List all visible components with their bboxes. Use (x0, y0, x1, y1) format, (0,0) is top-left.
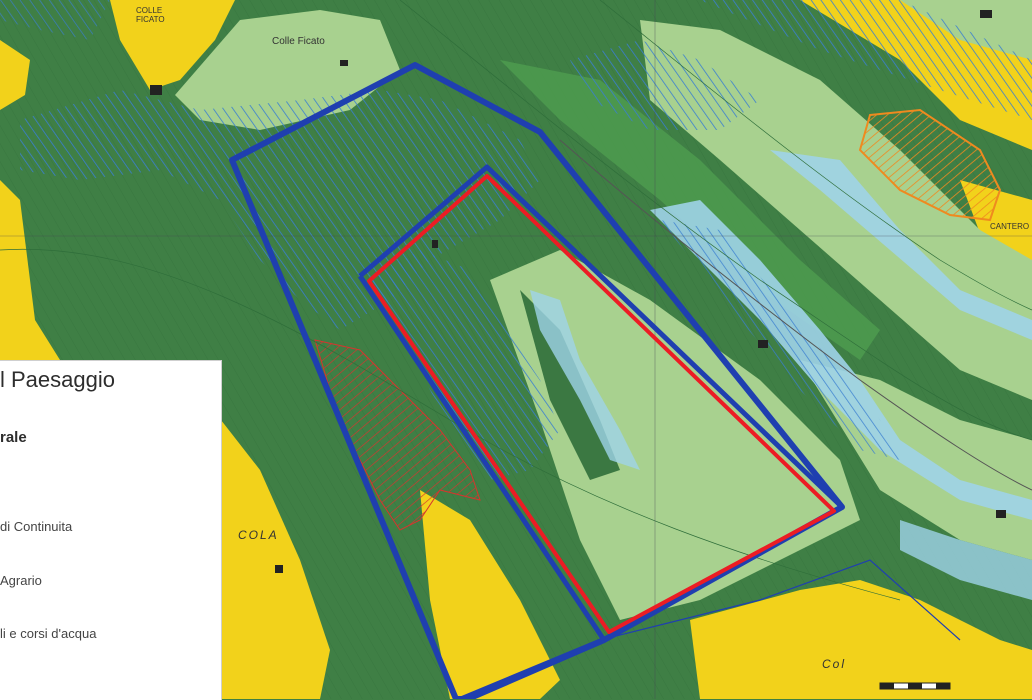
building-2 (432, 240, 438, 248)
orange-hatch-area (858, 108, 1002, 222)
building-1 (340, 60, 348, 66)
blue-hatch-area-top-edge (0, 0, 110, 40)
place-label-colle-ficato-top: COLLE FICATO (136, 6, 165, 24)
blue-hatch-area-top-right (700, 0, 1032, 120)
scale-bar (879, 682, 951, 690)
inner-blue-boundary (358, 164, 844, 509)
legend-title: l Paesaggio (0, 367, 115, 392)
place-label-colle-ficato: Colle Ficato (272, 36, 325, 47)
road-line (559, 139, 1032, 491)
inner-blue-boundary-left (357, 274, 607, 642)
building-3 (758, 340, 768, 348)
yellow-area-bottom-left (221, 420, 330, 699)
yellow-area-top-left (110, 0, 235, 90)
yellow-area-left-edge (0, 40, 30, 110)
river-area-3 (530, 290, 640, 470)
study-area-blue-boundary[interactable] (229, 62, 845, 699)
building-7 (980, 10, 992, 18)
river-area-2 (770, 150, 1032, 340)
contour-line-3 (599, 0, 1032, 311)
river-area-4 (900, 520, 1032, 600)
study-area-blue-boundary-bottom (460, 637, 606, 699)
legend-item-agrario: Agrario (0, 573, 42, 588)
project-area-red-boundary[interactable] (367, 174, 836, 634)
building-6 (996, 510, 1006, 518)
thin-boundary-line (599, 559, 961, 641)
blue-hatch-area-right (660, 220, 900, 460)
light-green-area-center (490, 250, 860, 620)
yellow-area-bottom-right (690, 580, 1032, 699)
yellow-area-bottom-center (420, 490, 560, 699)
legend-subtitle: rale (0, 429, 27, 446)
building-5 (150, 85, 162, 95)
blue-hatch-area-center (370, 250, 560, 480)
place-label-cantero: CANTERO (990, 222, 1030, 231)
yellow-area-left-mid (0, 180, 60, 360)
legend-panel: l Paesaggio rale di Continuita Agrario l… (0, 360, 222, 700)
legend-item-continuita: di Continuita (0, 519, 73, 534)
building-4 (275, 565, 283, 573)
place-label-colle-bottom: Col (822, 657, 847, 671)
legend-item-corsi-acqua: li e corsi d'acqua (0, 626, 97, 641)
blue-hatch-area-top (570, 40, 760, 130)
place-label-cola: COLA (238, 528, 279, 542)
contour-line-2 (399, 0, 1032, 441)
